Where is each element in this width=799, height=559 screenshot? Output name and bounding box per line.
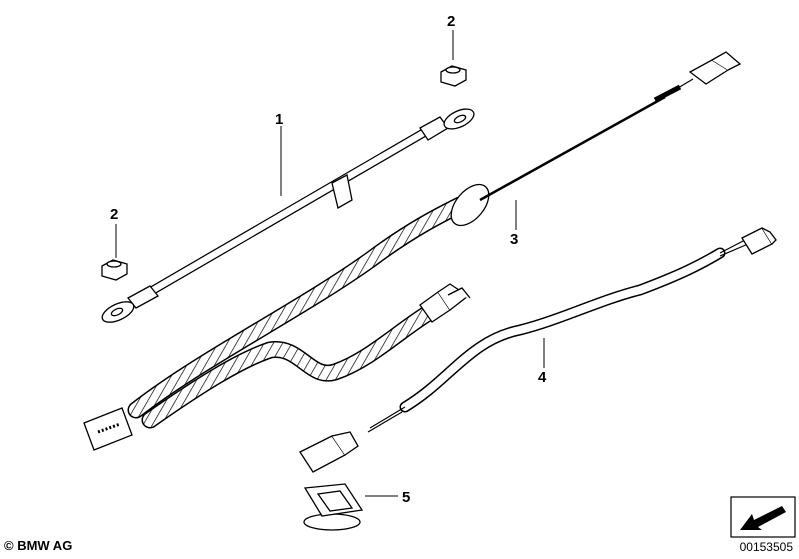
callout-2-lower: 2 bbox=[110, 206, 118, 223]
hex-nut-part-2-upper bbox=[440, 65, 467, 87]
callout-5: 5 bbox=[402, 489, 410, 506]
battery-cable-part-1 bbox=[101, 108, 475, 323]
callout-2-upper: 2 bbox=[447, 13, 455, 30]
reference-number: 00153505 bbox=[739, 540, 793, 554]
adapter-lead-part-4 bbox=[299, 227, 777, 473]
wiring-harness-part-3 bbox=[83, 51, 742, 451]
callout-1: 1 bbox=[275, 111, 283, 128]
hex-nut-part-2-lower bbox=[101, 259, 128, 281]
callout-3: 3 bbox=[510, 231, 518, 248]
arrow-box-icon bbox=[730, 496, 796, 538]
copyright-text: © BMW AG bbox=[4, 538, 73, 553]
callout-4: 4 bbox=[538, 369, 547, 386]
leader-lines bbox=[115, 30, 545, 497]
cable-clip-part-5 bbox=[303, 483, 364, 531]
